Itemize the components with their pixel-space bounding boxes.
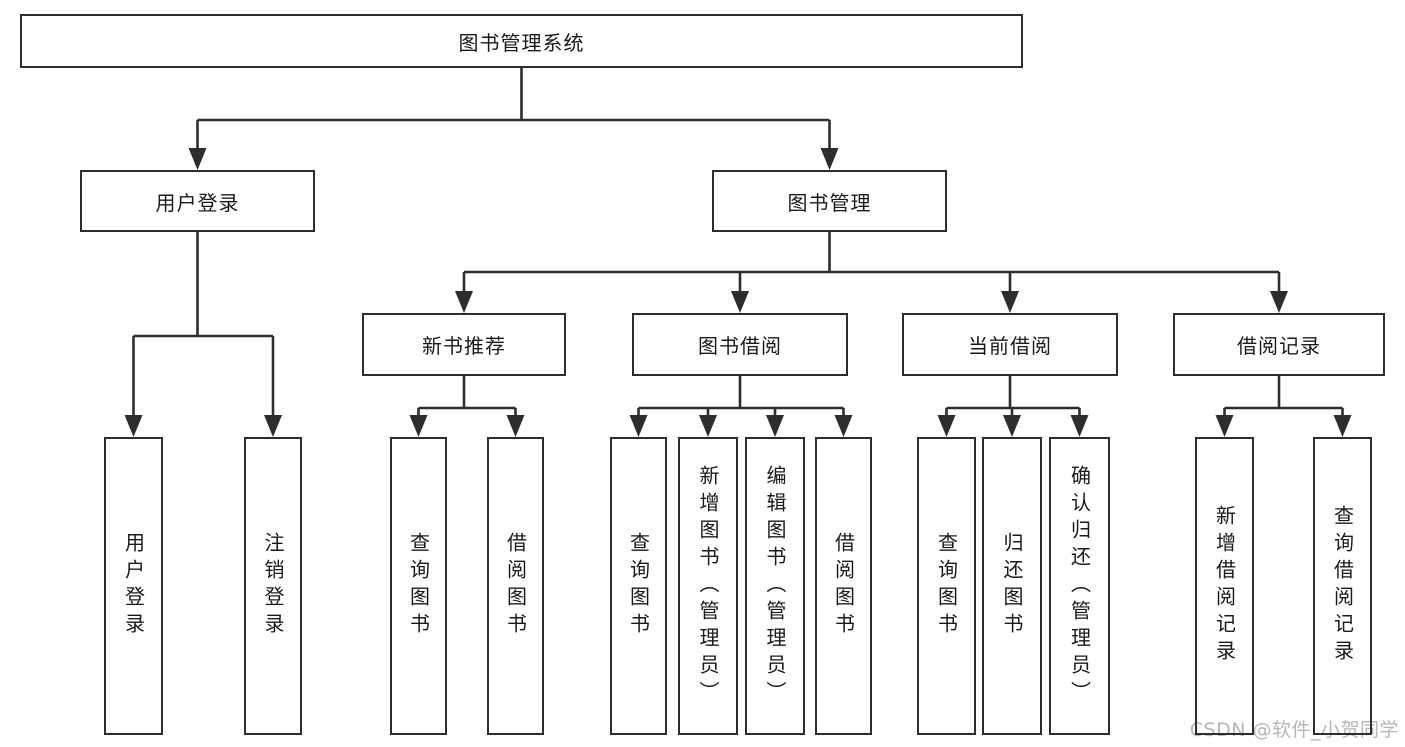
leaf-add-borrow-record: 新增借阅记录 bbox=[1195, 437, 1254, 735]
leaf-logout: 注销登录 bbox=[244, 437, 302, 735]
node-borrow-records: 借阅记录 bbox=[1173, 313, 1385, 376]
connector-book-borrow-to-leaves bbox=[629, 376, 853, 437]
leaf-query-borrow-record: 查询借阅记录 bbox=[1313, 437, 1372, 735]
node-current-borrow: 当前借阅 bbox=[902, 313, 1118, 376]
leaf-add-book-admin: 新增图书（管理员） bbox=[678, 437, 738, 735]
leaf-query-books-current: 查询图书 bbox=[917, 437, 976, 735]
node-book-management: 图书管理 bbox=[712, 170, 947, 232]
leaf-return-book: 归还图书 bbox=[982, 437, 1042, 735]
leaf-borrow-books-newbook: 借阅图书 bbox=[487, 437, 544, 735]
connector-root-to-level2 bbox=[188, 68, 839, 170]
leaf-user-login: 用户登录 bbox=[104, 437, 163, 735]
leaf-borrow-books-borrow: 借阅图书 bbox=[815, 437, 872, 735]
connector-new-book-to-leaves bbox=[409, 376, 525, 437]
node-user-login: 用户登录 bbox=[80, 170, 315, 232]
leaf-edit-book-admin: 编辑图书（管理员） bbox=[745, 437, 805, 735]
node-new-book-recommend: 新书推荐 bbox=[362, 313, 566, 376]
leaf-confirm-return-admin: 确认归还（管理员） bbox=[1049, 437, 1110, 735]
leaf-query-books-borrow: 查询图书 bbox=[610, 437, 667, 735]
csdn-watermark: CSDN @软件_小贺同学 bbox=[1189, 719, 1399, 741]
leaf-query-books-newbook: 查询图书 bbox=[390, 437, 447, 735]
node-library-management-system: 图书管理系统 bbox=[20, 14, 1023, 68]
connector-borrow-records-to-leaves bbox=[1215, 376, 1352, 437]
connector-user-login-to-leaves bbox=[124, 232, 282, 437]
connector-book-management-to-level3 bbox=[455, 232, 1288, 313]
node-book-borrow: 图书借阅 bbox=[632, 313, 848, 376]
connector-current-borrow-to-leaves bbox=[937, 376, 1089, 437]
